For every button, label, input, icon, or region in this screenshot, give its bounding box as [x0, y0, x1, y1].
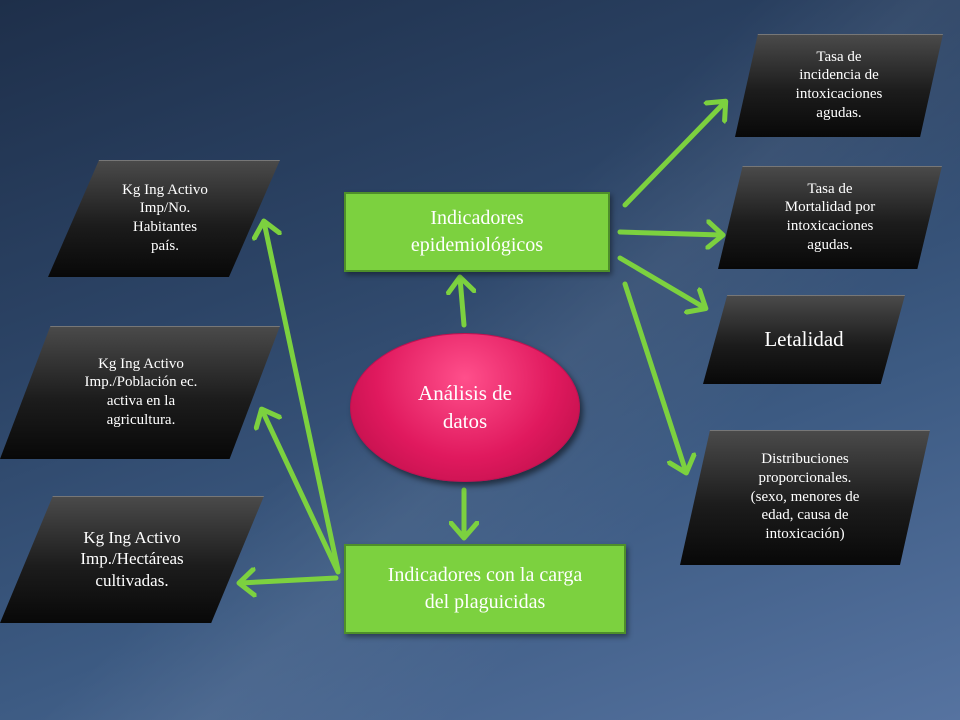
- box-letalidad: [703, 295, 905, 384]
- box-kg-poblacion-label: Kg Ing Activo Imp./Población ec. activa …: [84, 355, 198, 428]
- arrow-carga-to-habitantes: [264, 222, 341, 573]
- box-indicadores-carga: Indicadores con la carga del plaguicidas: [344, 544, 626, 634]
- box-kg-hectareas-label: Kg Ing Activo Imp./Hectáreas cultivadas.: [80, 528, 184, 590]
- arrow-epi-to-mortalidad: [617, 232, 722, 235]
- arrow-epi-to-incidencia: [622, 102, 725, 208]
- arrow-carga-to-hectareas: [240, 578, 339, 583]
- box-tasa-incidencia-label: Tasa de incidencia de intoxicaciones agu…: [795, 48, 883, 121]
- box-distribuciones-label: Distribuciones proporcionales. (sexo, me…: [750, 451, 860, 543]
- arrow-center-to-epi: [460, 278, 464, 328]
- box-indicadores-epidemiologicos: Indicadores epidemiológicos: [344, 192, 610, 272]
- box-kg-hectareas: [0, 496, 264, 623]
- box-distribuciones: [680, 430, 930, 565]
- box-tasa-incidencia: [735, 34, 943, 137]
- arrow-epi-to-letalidad: [617, 255, 705, 308]
- box-kg-poblacion: [0, 326, 280, 459]
- box-letalidad-label: Letalidad: [764, 326, 844, 351]
- arrow-epi-to-distribuciones: [622, 281, 686, 472]
- box-kg-habitantes-label: Kg Ing Activo Imp/No. Habitantes país.: [122, 181, 208, 254]
- box-tasa-mortalidad: [718, 166, 942, 269]
- box-tasa-mortalidad-label: Tasa de Mortalidad por intoxicaciones ag…: [784, 180, 876, 253]
- ellipse-analisis-datos: Análisis de datos: [350, 333, 580, 482]
- arrow-carga-to-poblacion: [262, 410, 341, 575]
